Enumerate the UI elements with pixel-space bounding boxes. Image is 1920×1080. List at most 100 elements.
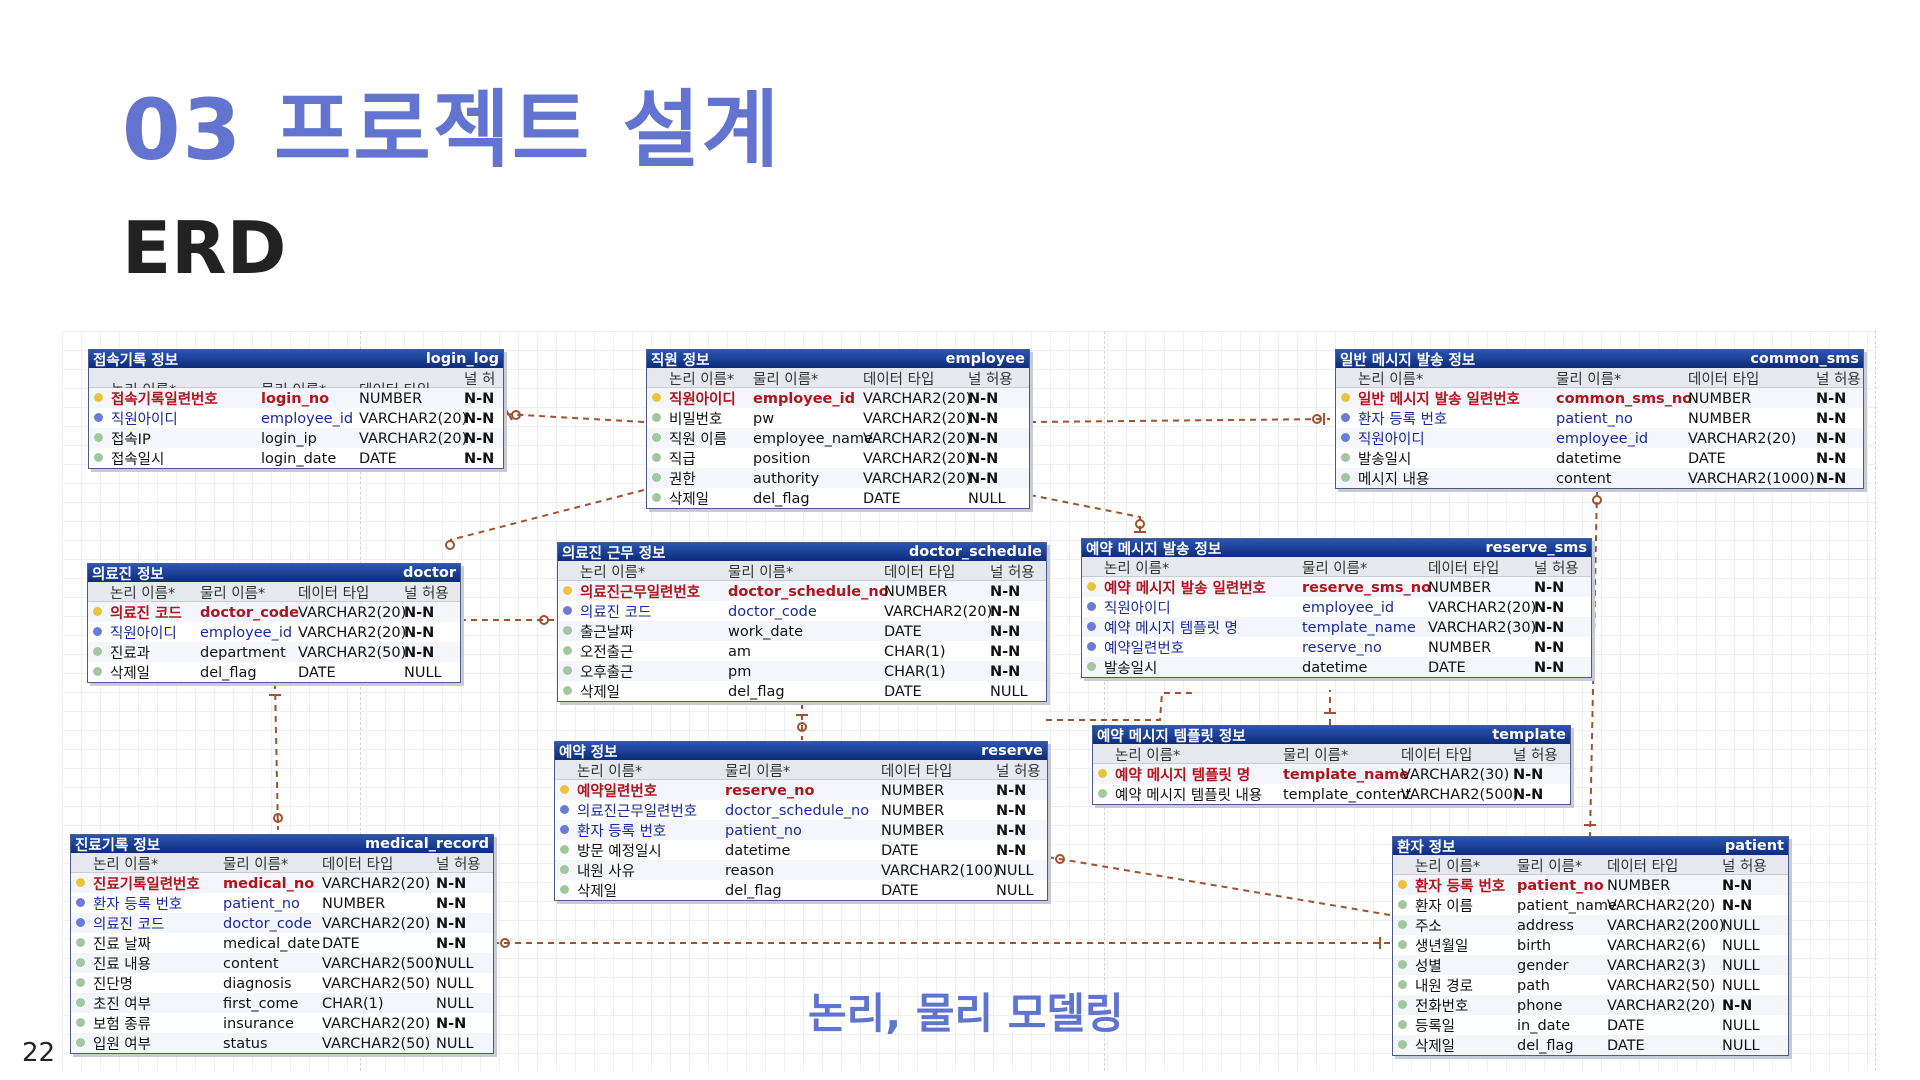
attribute-physical-name: path: [1517, 977, 1550, 994]
attribute-physical-name: work_date: [728, 623, 804, 640]
attribute-icon: [1398, 980, 1407, 989]
attribute-data-type: CHAR(1): [884, 663, 946, 680]
attribute-physical-name: datetime: [725, 842, 791, 859]
attribute-nullable: N-N: [464, 390, 495, 407]
column-header: 논리 이름*: [1358, 372, 1424, 388]
attribute-physical-name: del_flag: [1517, 1037, 1574, 1054]
attribute-logical-name: 생년월일: [1415, 939, 1469, 955]
attribute-logical-name: 출근날짜: [580, 625, 634, 641]
column-header: 논리 이름*: [577, 764, 643, 780]
attribute-physical-name: datetime: [1556, 450, 1622, 467]
attribute-logical-name: 직원아이디: [110, 626, 177, 642]
attribute-logical-name: 의료진근무일련번호: [580, 585, 701, 601]
attribute-logical-name: 방문 예정일시: [577, 844, 662, 860]
attribute-physical-name: login_date: [261, 450, 337, 467]
attribute-icon: [652, 453, 661, 462]
attribute-nullable: N-N: [1534, 599, 1565, 616]
attribute-logical-name: 오후출근: [580, 665, 634, 681]
attribute-icon: [1398, 900, 1407, 909]
rel-end-circle: [1055, 854, 1065, 864]
attribute-logical-name: 입원 여부: [93, 1037, 151, 1053]
